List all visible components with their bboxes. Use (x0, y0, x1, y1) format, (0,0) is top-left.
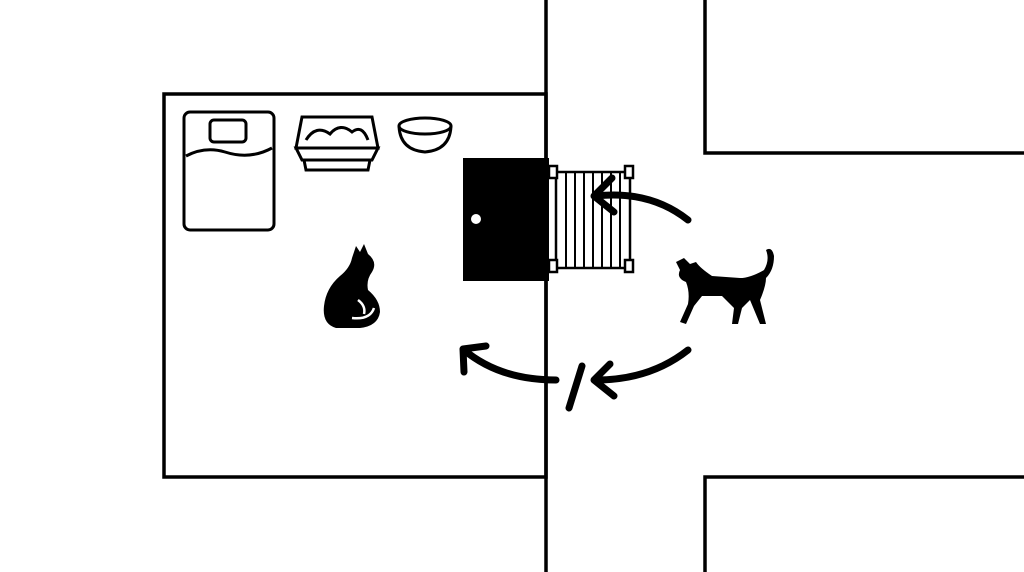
arrow-icon (590, 174, 692, 224)
bed-icon (182, 110, 276, 232)
corridor-wall-top (703, 0, 1024, 155)
block-slash (565, 362, 586, 412)
corridor-wall-bottom (703, 475, 1024, 572)
litter-box-icon (293, 115, 381, 172)
baby-gate-icon (547, 164, 635, 274)
sitting-cat-icon (323, 244, 380, 328)
door-knob (471, 214, 481, 224)
food-bowl-icon (397, 116, 453, 154)
walking-cat-icon (676, 248, 774, 324)
blocked-arrow-icon (459, 342, 692, 412)
door-icon (463, 158, 549, 281)
